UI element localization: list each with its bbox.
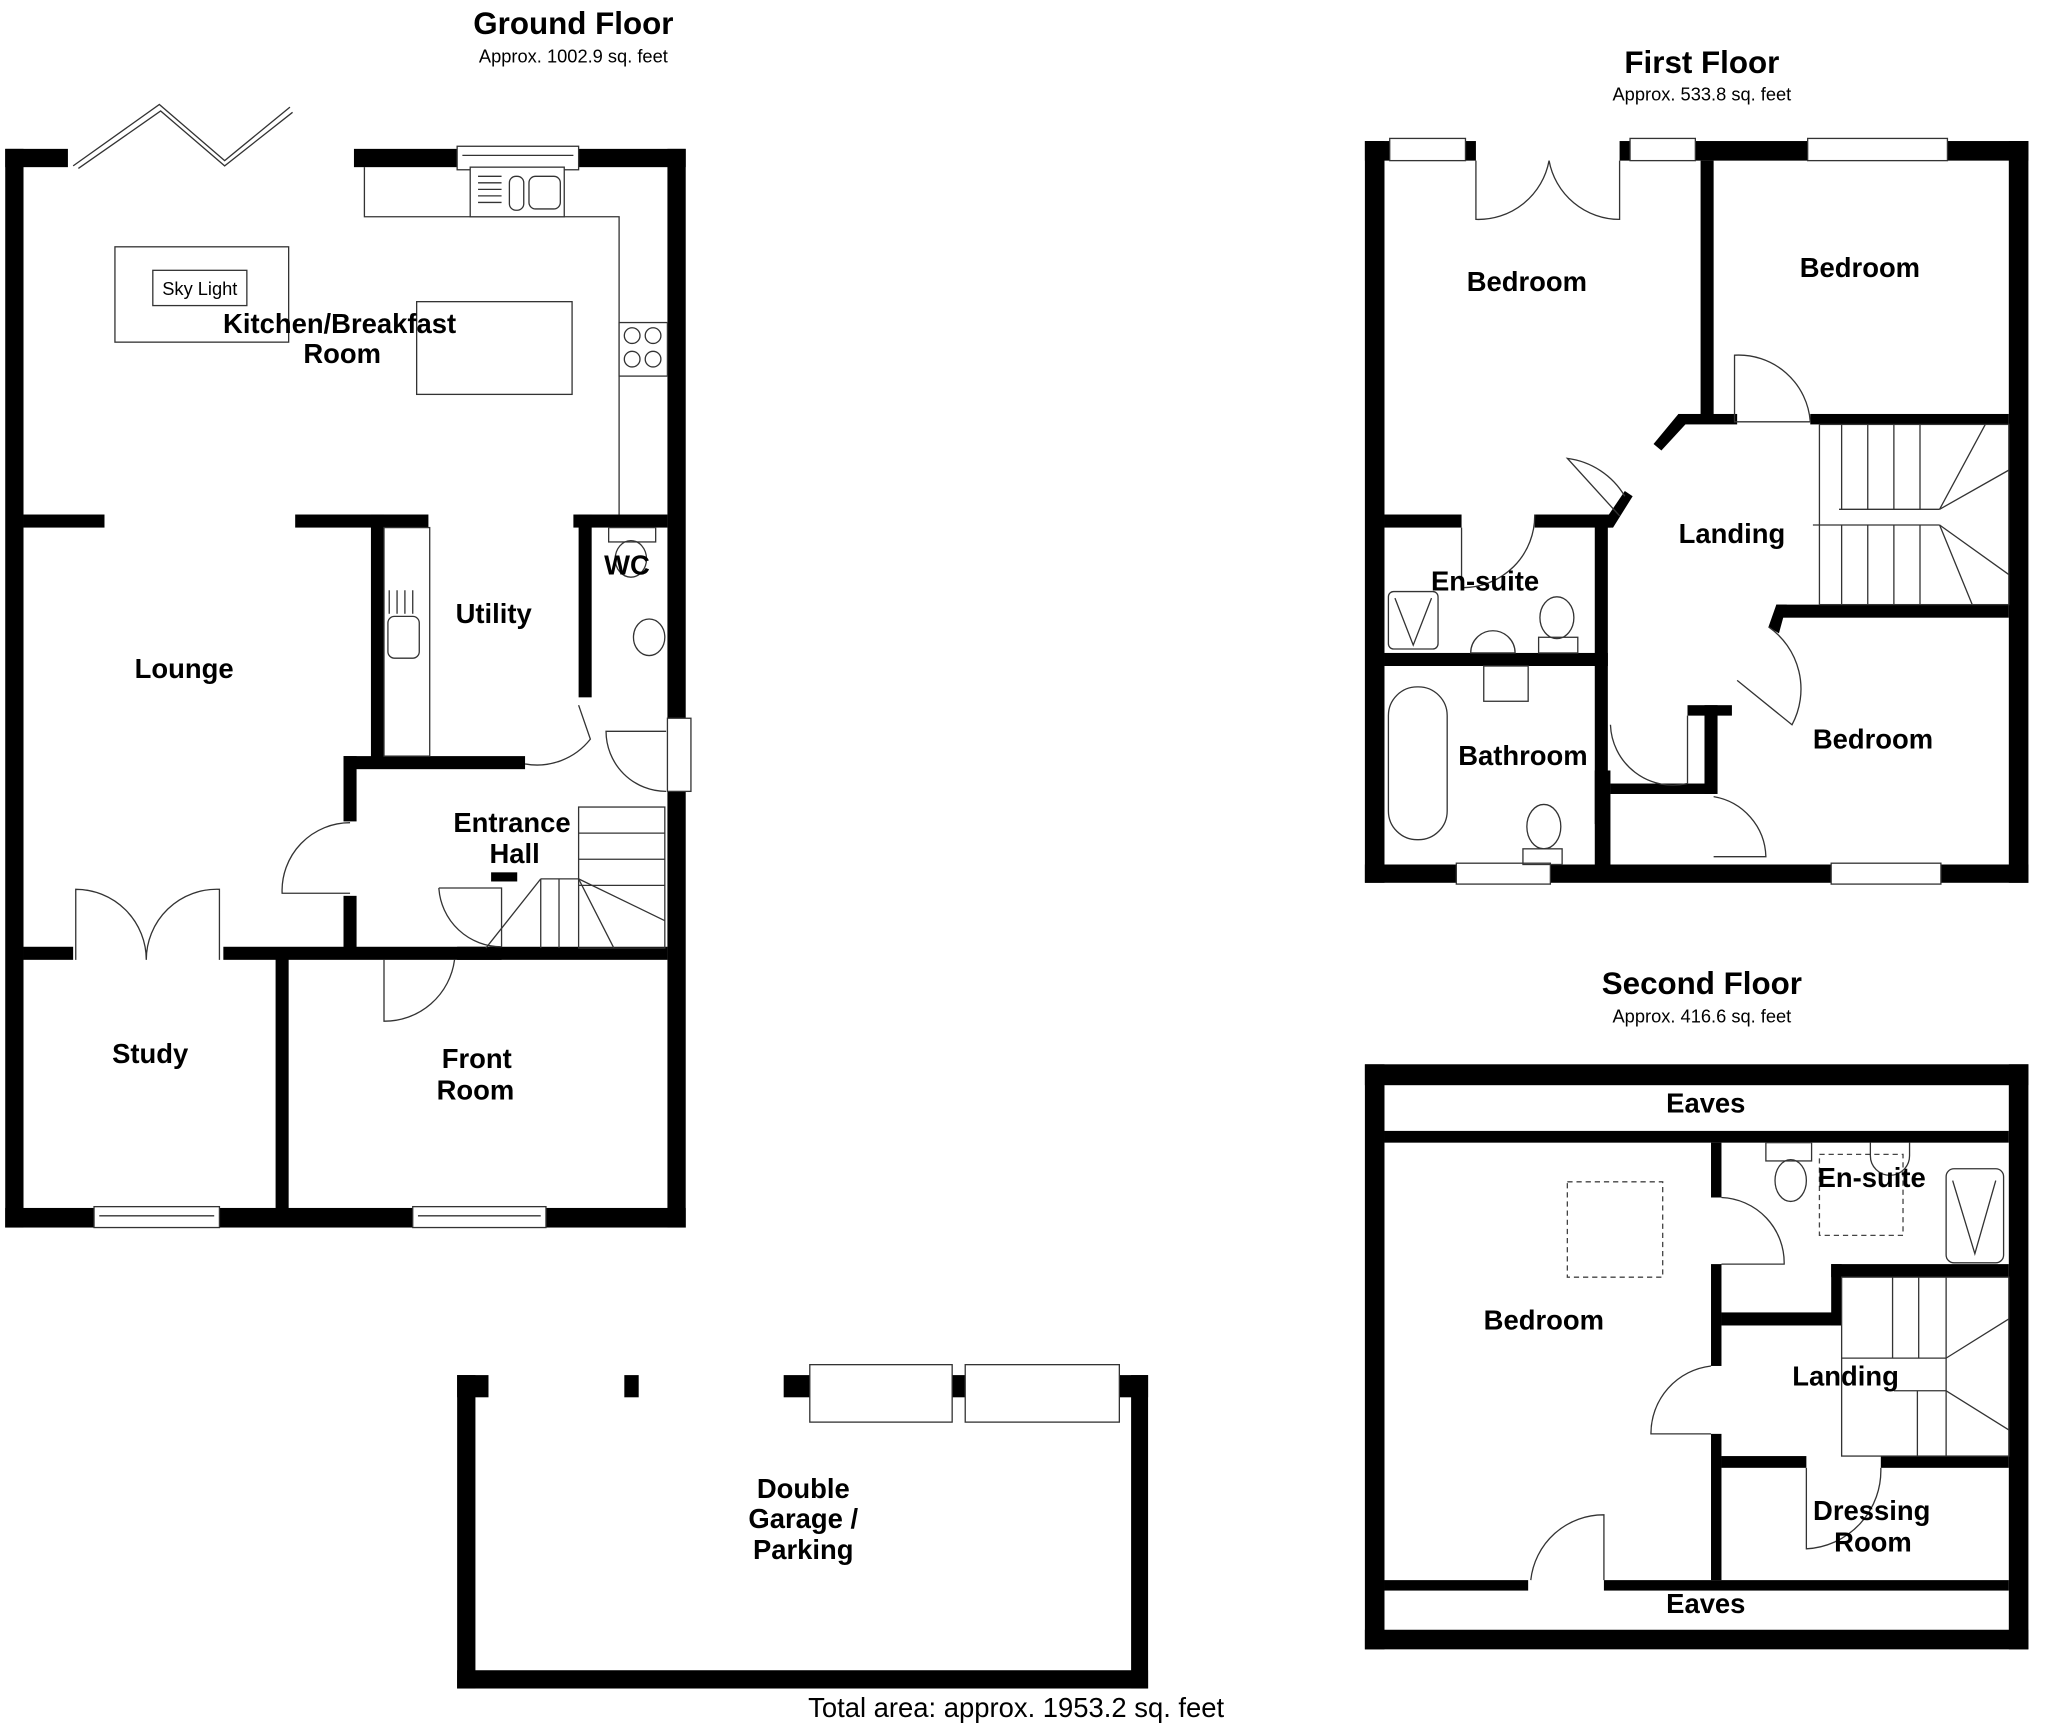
- room-label-entrance-hall: Entrance: [453, 807, 570, 838]
- room-label-bathroom: Bathroom: [1458, 740, 1587, 771]
- room-label-ensuite: En-suite: [1431, 565, 1539, 596]
- basin-icon: [1470, 630, 1516, 654]
- room-label-garage-2: Garage /: [748, 1503, 858, 1534]
- first-floor-area: Approx. 533.8 sq. feet: [1613, 84, 1792, 105]
- room-label-bedroom: Bedroom: [1467, 266, 1587, 297]
- toilet-icon: [614, 539, 648, 578]
- shower-icon: [1945, 1168, 2005, 1264]
- room-label-dressing-room-2: Room: [1834, 1526, 1912, 1557]
- total-area: Total area: approx. 1953.2 sq. feet: [808, 1692, 1224, 1723]
- room-label-front-room: Front: [442, 1043, 512, 1074]
- staircase-icon: [1840, 1276, 2010, 1457]
- sky-light-label: Sky Light: [162, 278, 237, 299]
- room-label-ensuite: En-suite: [1818, 1162, 1926, 1193]
- room-label-eaves: Eaves: [1666, 1588, 1745, 1619]
- basin-icon: [632, 618, 666, 657]
- first-floor: First Floor Approx. 533.8 sq. feet: [1364, 45, 2029, 885]
- room-label-bedroom: Bedroom: [1813, 723, 1933, 754]
- garage: Double Garage / Parking: [457, 1364, 1149, 1689]
- hob-icon: [618, 321, 669, 377]
- ground-floor: Ground Floor Approx. 1002.9 sq. feet: [5, 6, 692, 1229]
- room-label-eaves: Eaves: [1666, 1088, 1745, 1119]
- staircase-icon: [1812, 423, 2010, 606]
- window-icon: [456, 145, 580, 171]
- window-icon: [1830, 862, 1942, 885]
- ground-floor-area: Approx. 1002.9 sq. feet: [479, 46, 668, 67]
- window-icon: [1389, 137, 1467, 162]
- door-swing-icon: [524, 704, 592, 766]
- window-icon: [1455, 862, 1552, 885]
- second-floor-area: Approx. 416.6 sq. feet: [1613, 1006, 1792, 1027]
- room-label-garage-3: Parking: [753, 1534, 854, 1565]
- first-floor-title: First Floor: [1624, 45, 1779, 80]
- second-floor: Second Floor Approx. 416.6 sq. feet: [1364, 966, 2029, 1650]
- bath-icon: [1387, 686, 1448, 841]
- shower-icon: [1387, 590, 1439, 650]
- toilet-icon: [1539, 596, 1575, 640]
- room-label-lounge: Lounge: [135, 653, 234, 684]
- sky-light-outline: [114, 246, 290, 343]
- room-label-wc: WC: [604, 550, 650, 581]
- sink-icon: [387, 615, 420, 659]
- sink-icon: [528, 175, 561, 210]
- room-label-dressing-room: Dressing: [1813, 1495, 1930, 1526]
- room-label-kitchen: Kitchen/Breakfast: [223, 308, 456, 339]
- window-icon: [93, 1205, 221, 1229]
- room-label-entrance-hall-2: Hall: [489, 838, 539, 869]
- garage-door-icon: [809, 1364, 953, 1423]
- sky-light-outline: [1818, 1153, 1904, 1237]
- toilet-icon: [1774, 1158, 1808, 1203]
- room-label-garage: Double: [757, 1473, 850, 1504]
- french-door-icon: [1475, 160, 1621, 221]
- room-label-front-room-2: Room: [437, 1075, 515, 1106]
- bifold-door-icon: [72, 103, 291, 167]
- room-label-landing: Landing: [1792, 1361, 1899, 1392]
- second-floor-title: Second Floor: [1602, 966, 1802, 1001]
- window-icon: [1629, 137, 1696, 162]
- ground-floor-title: Ground Floor: [473, 6, 673, 41]
- sky-light-outline: [1566, 1181, 1664, 1278]
- toilet-icon: [1526, 803, 1562, 850]
- room-label-kitchen-2: Room: [303, 338, 381, 369]
- staircase-icon: [485, 806, 666, 949]
- room-label-bedroom: Bedroom: [1484, 1304, 1604, 1335]
- garage-door-icon: [964, 1364, 1120, 1423]
- window-icon: [412, 1205, 547, 1229]
- room-label-utility: Utility: [456, 598, 533, 629]
- room-label-landing: Landing: [1679, 518, 1786, 549]
- kitchen-island: [416, 301, 573, 396]
- window-icon: [1807, 137, 1949, 162]
- basin-icon: [1483, 665, 1529, 702]
- basin-icon: [1869, 1142, 1911, 1176]
- room-label-study: Study: [112, 1038, 189, 1069]
- room-label-bedroom: Bedroom: [1800, 252, 1920, 283]
